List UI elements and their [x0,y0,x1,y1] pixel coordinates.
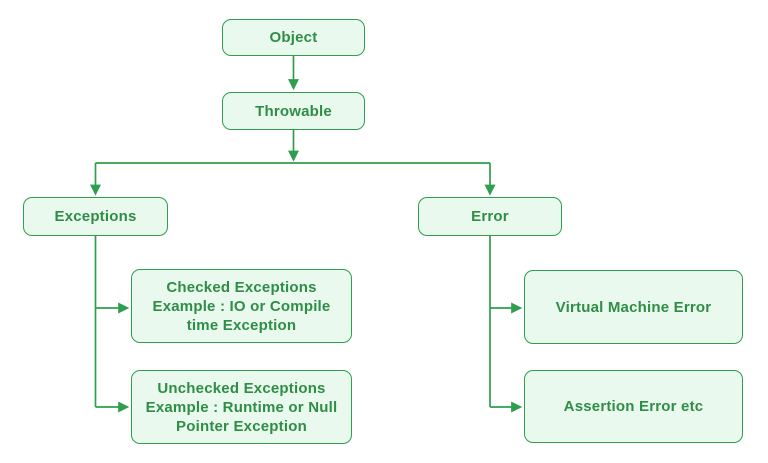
node-assertion-error-label: Assertion Error etc [563,398,704,415]
node-throwable-label: Throwable [255,102,332,120]
node-exceptions-label: Exceptions [54,208,137,225]
node-object: Object [222,19,365,56]
node-object-label: Object [269,29,318,46]
node-exceptions: Exceptions [23,197,168,236]
node-virtual-machine-error: Virtual Machine Error [524,270,743,344]
node-assertion-error: Assertion Error etc [524,370,743,443]
node-throwable: Throwable [222,92,365,130]
node-unchecked-exceptions: Unchecked Exceptions Example : Runtime o… [131,370,352,444]
node-error: Error [418,197,562,236]
node-checked-exceptions-label: Checked Exceptions Example : IO or Compi… [152,278,331,334]
node-checked-exceptions: Checked Exceptions Example : IO or Compi… [131,269,352,343]
node-virtual-machine-error-label: Virtual Machine Error [555,298,712,316]
node-unchecked-exceptions-label: Unchecked Exceptions Example : Runtime o… [145,379,338,435]
node-error-label: Error [471,208,509,225]
